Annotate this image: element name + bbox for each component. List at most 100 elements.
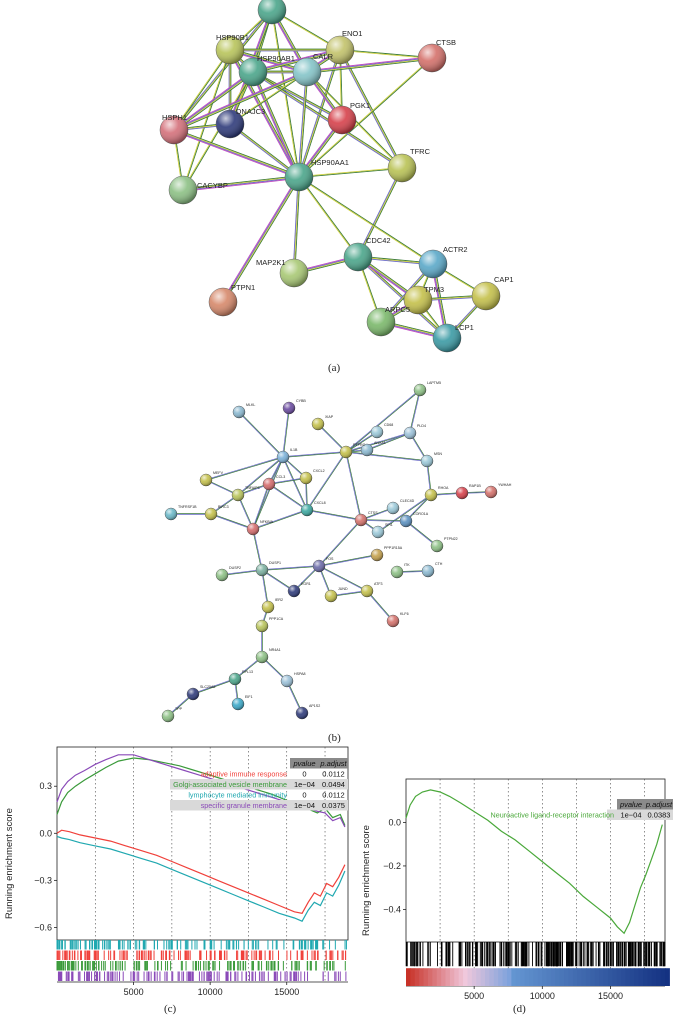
node-tpp: TPP (161, 707, 183, 723)
node-label-actr2: ACTR2 (443, 245, 468, 254)
edge-hsph1-hsp90aa1 (173, 129, 299, 178)
edge-calr-hsph1 (173, 71, 308, 130)
x-tick-label: 5000 (464, 991, 484, 1001)
node-label-ptpn22: PTPN22 (444, 537, 458, 541)
node-label-cd68: CD68 (384, 423, 393, 427)
table-pvalue: 1e−04 (294, 801, 315, 810)
edge-dusp1-egr1 (261, 570, 294, 592)
edge-eno1-ctsb (339, 49, 433, 59)
node-label-clec4d: CLEC4D (400, 499, 415, 503)
edge-hsp90ab1-tfrc (252, 72, 402, 170)
edge-cxcl8-ctss (306, 510, 361, 521)
edge-birc3-nfkbia (211, 513, 254, 529)
node-eif1: EIF1 (231, 695, 253, 711)
node-ptpn1: PTPN1 (208, 283, 255, 317)
series-line-neuroactive-ligand-receptor-interaction (405, 789, 663, 935)
edge-hsp90aa1-map2k1 (294, 177, 301, 274)
y-tick-label: −0.2 (383, 861, 401, 871)
edge-hsp90ab1-hsp90aa1 (253, 71, 300, 178)
edge-coro1a-ptpn22 (406, 520, 438, 546)
node-hsp90aa1: HSP90AA1 (284, 158, 349, 192)
edge-dusp1-egr1 (262, 569, 295, 591)
edge-hsp90aa1-map2k1 (293, 176, 300, 274)
node-nr4a1: NR4A1 (255, 648, 281, 664)
network-b: LAPTM5CYBBMLKLXIAPCD68ANXA1PLD4PTPRCIL1B… (161, 381, 512, 723)
node-label-ap1s2: AP1S2 (309, 704, 320, 708)
edge-hsp90ab1-hsph1 (173, 72, 254, 131)
edge-cxcl8-nfkbia (252, 509, 307, 529)
edge-pfkfb-hsph1 (172, 9, 272, 130)
edge-il1b-cxcl8 (283, 456, 308, 510)
node-rap1b: RAP1B (455, 484, 481, 500)
x-tick-label: 15000 (274, 987, 299, 997)
node-map2k1: MAP2K1 (256, 258, 309, 288)
edge-fos-ppp1r15a (319, 555, 378, 567)
edge-cacybp-hsp90aa1 (182, 176, 300, 190)
node-slc25a5: SLC25A5 (186, 685, 215, 701)
edge-calr-hsph1 (174, 71, 308, 131)
edge-pld4-laptm5 (410, 390, 421, 434)
table-pvalue: 1e−04 (294, 780, 315, 789)
edge-cxcl8-ctss (307, 509, 362, 520)
node-label-tpp: TPP (175, 707, 183, 711)
edge-ptprc-msn (345, 452, 427, 462)
edge-hsp90ab1-hsph1 (174, 72, 255, 132)
edge-calr-hsph1 (174, 72, 308, 132)
node-label-rhoa: RHOA (438, 486, 449, 490)
edge-fos-dusp1 (262, 566, 320, 571)
node-label-rap1b: RAP1B (469, 484, 481, 488)
node-label-mefv: MEFV (213, 471, 224, 475)
edge-hsph1-hsp90aa1 (173, 130, 299, 179)
plot-frame (56, 746, 349, 941)
edge-eno1-hsp90ab1 (253, 50, 341, 73)
node-label-pld4: PLD4 (417, 424, 426, 428)
edge-dusp1-dusp2 (221, 569, 262, 575)
edge-pld4-laptm5 (409, 389, 420, 433)
edge-cacybp-hsp90aa1 (182, 175, 299, 190)
edge-cxcl2-ccl3 (268, 477, 306, 484)
node-label-slc25a5: SLC25A5 (200, 685, 215, 689)
edge-eno1-hsp90ab1 (252, 49, 340, 73)
edge-eno1-ctsb (339, 49, 433, 59)
edge-rhoa-spi1 (378, 495, 432, 533)
node-label-laptm5: LAPTM5 (427, 381, 441, 385)
node-label-ctss: CTSS (368, 511, 378, 515)
node-label-dusp1: DUSP1 (269, 561, 281, 565)
y-axis-label: Running enrichment score (361, 825, 372, 936)
edge-calr-hsph1 (173, 70, 307, 130)
plot-frame (405, 778, 666, 943)
rank-heatbar (406, 968, 670, 986)
node-label-lcp1: LCP1 (455, 323, 474, 332)
edge-atf3-klf6 (367, 590, 394, 621)
edge-cacybp-hsp90aa1 (183, 177, 300, 192)
edge-ctsb-calr (307, 58, 433, 74)
y-tick-label: −0.3 (34, 875, 52, 885)
edge-cybb-il1b (282, 407, 289, 457)
node-label-cxcl8: CXCL8 (314, 501, 326, 505)
edge-il1b-tnfaip3 (237, 456, 283, 495)
edge-mlkl-il1b (239, 411, 284, 457)
node-label-atf3: ATF3 (374, 582, 383, 586)
edge-ptprc-ctss (346, 451, 362, 520)
node-coro1a: CORO1A (399, 512, 429, 528)
edge-dnajc3-hsp90aa1 (229, 123, 300, 178)
node-arpc5: ARPC5 (366, 305, 410, 337)
edge-il1b-cxcl8 (282, 457, 307, 511)
node-label-cth: CTH (435, 562, 443, 566)
x-tick-label: 15000 (598, 991, 623, 1001)
edge-il1b-nfkbia (253, 457, 284, 530)
node-ppp1r15a: PPP1R15A (370, 546, 403, 562)
rug-adaptive-immune-response (56, 950, 347, 960)
legend-term-lymphocyte-mediated-immunity: lymphocyte mediated immunity (188, 791, 287, 800)
node-ccl3: CCL3 (262, 475, 285, 491)
node-tnfaip3: TNFAIP3 (231, 486, 260, 502)
node-label-msn: MSN (434, 452, 442, 456)
node-eno1: ENO1 (325, 29, 362, 65)
edge-cxcl8-nfkbia (253, 510, 308, 530)
node-label-ywhah: YWHAH (498, 483, 512, 487)
node-label-tnfaip3: TNFAIP3 (245, 486, 260, 490)
table-pvalue: 0 (302, 791, 306, 800)
series-line-adaptive-immune-response (56, 829, 346, 914)
y-tick-label: 0.0 (388, 817, 401, 827)
